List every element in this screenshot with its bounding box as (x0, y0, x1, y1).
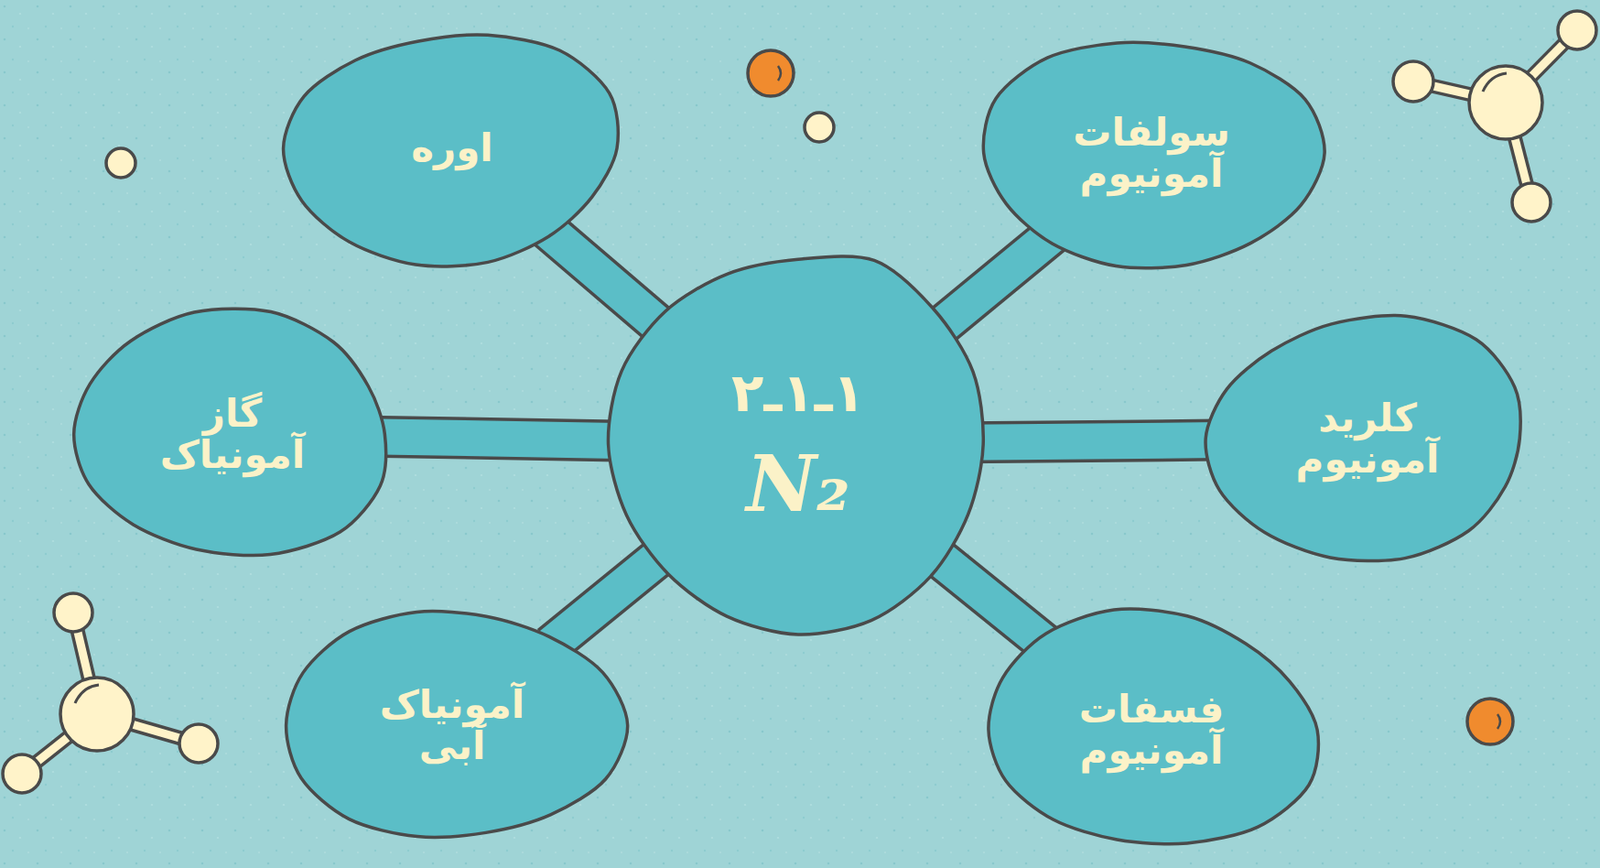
small-dot (804, 112, 834, 142)
topic-label: اوره (410, 127, 493, 169)
topic-bubble: آمونیاک آبی (278, 597, 627, 853)
band-fill (927, 233, 1054, 338)
orange-dot (1467, 698, 1514, 745)
bubble-shape (283, 34, 619, 267)
molecule-top-right (1393, 10, 1597, 222)
circle-outline (607, 256, 984, 635)
topic-bubble: سولفات آمونیوم (977, 25, 1326, 281)
band-outline (965, 440, 1219, 444)
connector-band (965, 440, 1219, 444)
bubble-shape (983, 42, 1325, 268)
band-fill (550, 549, 668, 645)
topic-label: گاز آمونیاک (127, 392, 338, 476)
topic-label: سولفات آمونیوم (1046, 111, 1257, 195)
center-circle: ۱ـ۱ـ۲N₂ (604, 249, 993, 638)
band-outline (547, 229, 671, 336)
topic-label: فسفات آمونیوم (1046, 688, 1257, 772)
band-fill (928, 549, 1053, 650)
connector-band (381, 436, 631, 442)
formula-label: N₂ (745, 442, 851, 527)
topic-label: کلرید آمونیوم (1262, 397, 1473, 481)
topic-bubble: کلرید آمونیوم (1193, 311, 1542, 566)
connector-band (928, 549, 1053, 650)
band-fill (965, 440, 1219, 444)
bubble-shape (286, 611, 628, 838)
connector-band (550, 549, 668, 645)
bubble-shape (74, 308, 387, 555)
orange-dot (747, 50, 794, 97)
band-outline (381, 436, 631, 442)
dot-shine (1497, 713, 1501, 729)
molecule-bottom-left (2, 593, 218, 793)
bubble-shape (1205, 315, 1521, 562)
band-outline (550, 549, 668, 645)
topic-bubble: گاز آمونیاک (58, 306, 407, 562)
topic-bubble: اوره (278, 21, 627, 276)
section-number: ۱ـ۱ـ۲ (731, 361, 865, 426)
band-outline (927, 233, 1054, 338)
bubble-shape (988, 608, 1319, 844)
band-fill (547, 229, 671, 336)
band-fill (381, 436, 631, 442)
topic-label: آمونیاک آبی (346, 683, 558, 768)
small-dot (106, 148, 136, 178)
connector-band (927, 233, 1054, 338)
dot-shine (778, 65, 781, 81)
topic-bubble: فسفات آمونیوم (977, 602, 1326, 857)
connector-band (547, 229, 671, 336)
band-outline (928, 549, 1053, 650)
